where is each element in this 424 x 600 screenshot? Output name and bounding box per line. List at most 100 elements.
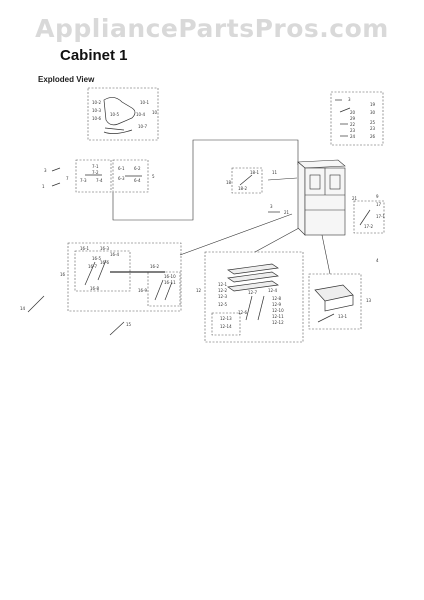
callout-1: 1 — [42, 184, 45, 189]
shelf-pin-part — [109, 321, 125, 336]
callout-16-1: 16-1 — [80, 246, 90, 251]
callout-6-1: 6-1 — [118, 166, 125, 171]
drawer-front-part — [324, 295, 354, 312]
callout-18-2: 18-2 — [238, 186, 248, 191]
callout-12: 12 — [196, 288, 202, 293]
callout-10-1: 10-1 — [140, 100, 150, 105]
callout-16-11: 16-11 — [164, 280, 176, 285]
page-title: Cabinet 1 — [60, 47, 128, 64]
side-part — [359, 209, 371, 226]
diagram-subtitle: Exploded View — [38, 75, 95, 84]
callout-7-3: 7-3 — [80, 178, 87, 183]
callout-6-2: 6-2 — [134, 166, 141, 171]
callout-12-1: 12-1 — [218, 282, 228, 287]
callout-12-3: 12-3 — [218, 294, 228, 299]
callout-18-1: 18-1 — [250, 170, 260, 175]
callout-7: 7 — [66, 176, 69, 181]
callout-6-3: 6-3 — [118, 176, 125, 181]
drawer-rail-part — [317, 313, 335, 323]
screw-part-e — [51, 182, 61, 187]
callout-16-5: 16-5 — [92, 256, 102, 261]
callout-15: 15 — [126, 322, 132, 327]
callout-21-b: 21 — [352, 196, 358, 201]
middle-shelf-bottom — [227, 280, 279, 292]
callout-20: 20 — [350, 110, 356, 115]
callout-16-3: 16-3 — [100, 246, 110, 251]
left-group-box-a — [75, 159, 112, 193]
shelf-clip-part — [27, 295, 45, 313]
callout-13: 13 — [366, 298, 372, 303]
callout-12-11: 12-11 — [272, 314, 284, 319]
callout-16-7: 16-7 — [88, 264, 98, 269]
leader-line-shelf — [179, 213, 293, 256]
callout-24: 24 — [350, 134, 356, 139]
drawer-group-box — [308, 273, 362, 330]
callout-10-4: 10-4 — [136, 112, 146, 117]
top-group-box — [87, 87, 159, 141]
middle-sub-box — [211, 312, 241, 336]
shelf-support-b — [97, 259, 107, 281]
shelf-support-a — [84, 261, 96, 286]
callout-16-4: 16-4 — [110, 252, 120, 257]
callout-11: 11 — [272, 170, 278, 175]
callout-12-7: 12-7 — [248, 290, 258, 295]
callout-6-4: 6-4 — [134, 178, 141, 183]
hinge-part — [339, 107, 351, 113]
callout-12-14: 12-14 — [220, 324, 232, 329]
callout-10: 10 — [152, 110, 158, 115]
top-bracket-part — [103, 97, 136, 126]
callout-16-6: 16-6 — [100, 260, 110, 265]
middle-shelf-top — [227, 263, 279, 275]
callout-21-a: 21 — [284, 210, 290, 215]
callout-10-7: 10-7 — [138, 124, 148, 129]
callout-labels: 10-2 10-1 10-3 10-4 10-6 10-5 10-7 10 3 … — [20, 97, 386, 329]
callout-12-12: 12-12 — [272, 320, 284, 325]
callout-12-10: 12-10 — [272, 308, 284, 313]
center-part — [239, 174, 253, 186]
callout-4: 4 — [376, 258, 379, 263]
callout-19: 19 — [370, 102, 376, 107]
callout-10-6: 10-6 — [92, 116, 102, 121]
callout-12-2: 12-2 — [218, 288, 228, 293]
side-group-box — [353, 200, 385, 234]
callout-26: 26 — [370, 134, 376, 139]
shelf-inner-box — [74, 250, 131, 292]
callout-12-9: 12-9 — [272, 302, 282, 307]
callout-16-8: 16-8 — [90, 286, 100, 291]
callout-16-9: 16-9 — [138, 288, 148, 293]
callout-7-1: 7-1 — [92, 164, 99, 169]
callout-17-2: 17-2 — [364, 224, 374, 229]
callout-7-4: 7-4 — [96, 178, 103, 183]
callout-18: 18 — [226, 180, 232, 185]
callout-10-3: 10-3 — [92, 108, 102, 113]
middle-support-a — [245, 295, 253, 321]
middle-group-box — [204, 251, 304, 343]
callout-3-left: 3 — [44, 168, 47, 173]
drawer-part — [314, 284, 354, 302]
callout-23-a: 23 — [350, 128, 356, 133]
callout-14: 14 — [20, 306, 26, 311]
top-rod-part — [104, 127, 125, 131]
middle-shelf-mid — [227, 271, 279, 283]
callout-17: 17 — [376, 202, 382, 207]
leader-line-center — [267, 177, 298, 181]
callout-29: 29 — [350, 116, 356, 121]
top-cable-part — [103, 129, 133, 134]
callout-3-center: 3 — [270, 204, 273, 209]
right-group-box — [330, 91, 384, 146]
callout-16: 16 — [60, 272, 66, 277]
callout-10-2: 10-2 — [92, 100, 102, 105]
callout-16-2: 16-2 — [150, 264, 160, 269]
refrigerator-cabinet — [297, 159, 346, 236]
leader-line-drawer — [321, 234, 331, 275]
callout-30: 30 — [370, 110, 376, 115]
callout-16-10: 16-10 — [164, 274, 176, 279]
center-group-box — [231, 167, 263, 194]
callout-25: 25 — [370, 120, 376, 125]
callout-12-13: 12-13 — [220, 316, 232, 321]
screw-part-d — [51, 167, 61, 172]
leader-line-left — [112, 139, 299, 221]
callout-17-1: 17-1 — [376, 214, 386, 219]
callout-9: 9 — [376, 194, 379, 199]
